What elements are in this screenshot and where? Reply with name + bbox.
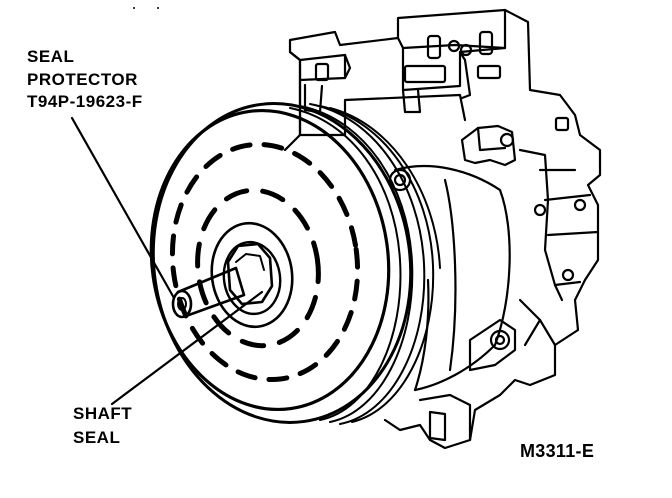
seal-protector-label-line2: PROTECTOR xyxy=(27,70,138,89)
seal-protector-label-line1: SEAL xyxy=(27,47,75,66)
shaft-seal-leader xyxy=(110,290,264,406)
seal-protector-tool xyxy=(171,266,246,319)
seal-protector-leader xyxy=(70,116,176,300)
seal-protector-part-number: T94P-19623-F xyxy=(27,92,143,111)
shaft-seal-label-line2: SEAL xyxy=(73,428,121,447)
figure-id: M3311-E xyxy=(520,441,595,461)
shaft-seal-label-line1: SHAFT xyxy=(73,404,133,423)
compressor-body xyxy=(283,8,602,450)
leader-lines xyxy=(70,116,264,406)
clutch-pulley xyxy=(149,102,441,425)
